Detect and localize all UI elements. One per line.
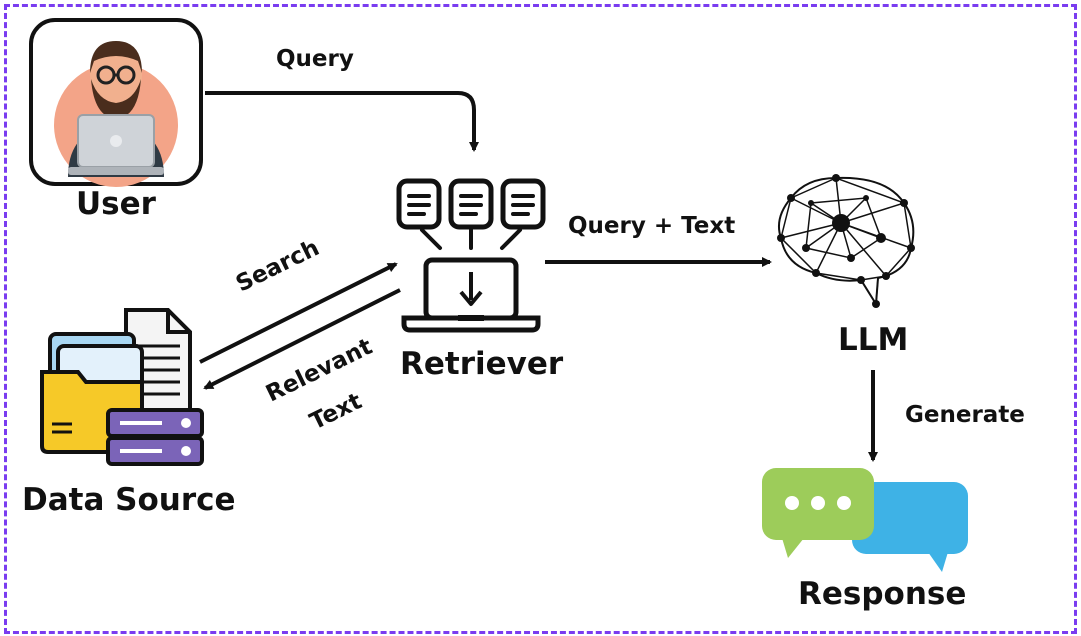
edge-label-query: Query [276, 46, 354, 72]
retriever-laptop-icon [396, 178, 546, 333]
edge-user-to-retriever [205, 91, 479, 152]
response-label: Response [798, 576, 967, 612]
llm-brain-icon [777, 174, 915, 308]
edge-datasource-to-retriever [199, 262, 398, 364]
llm-label: LLM [838, 322, 909, 358]
user-avatar-icon [29, 18, 203, 187]
data-source-folder-icon [40, 308, 204, 466]
dashed-frame [4, 4, 1077, 634]
data-source-label: Data Source [22, 482, 236, 518]
edge-retriever-to-datasource [203, 288, 401, 390]
response-chat-icon [762, 468, 968, 572]
retriever-label: Retriever [400, 346, 564, 382]
edge-label-query-text: Query + Text [568, 213, 736, 239]
edge-label-generate: Generate [905, 402, 1025, 428]
user-label: User [76, 186, 156, 222]
